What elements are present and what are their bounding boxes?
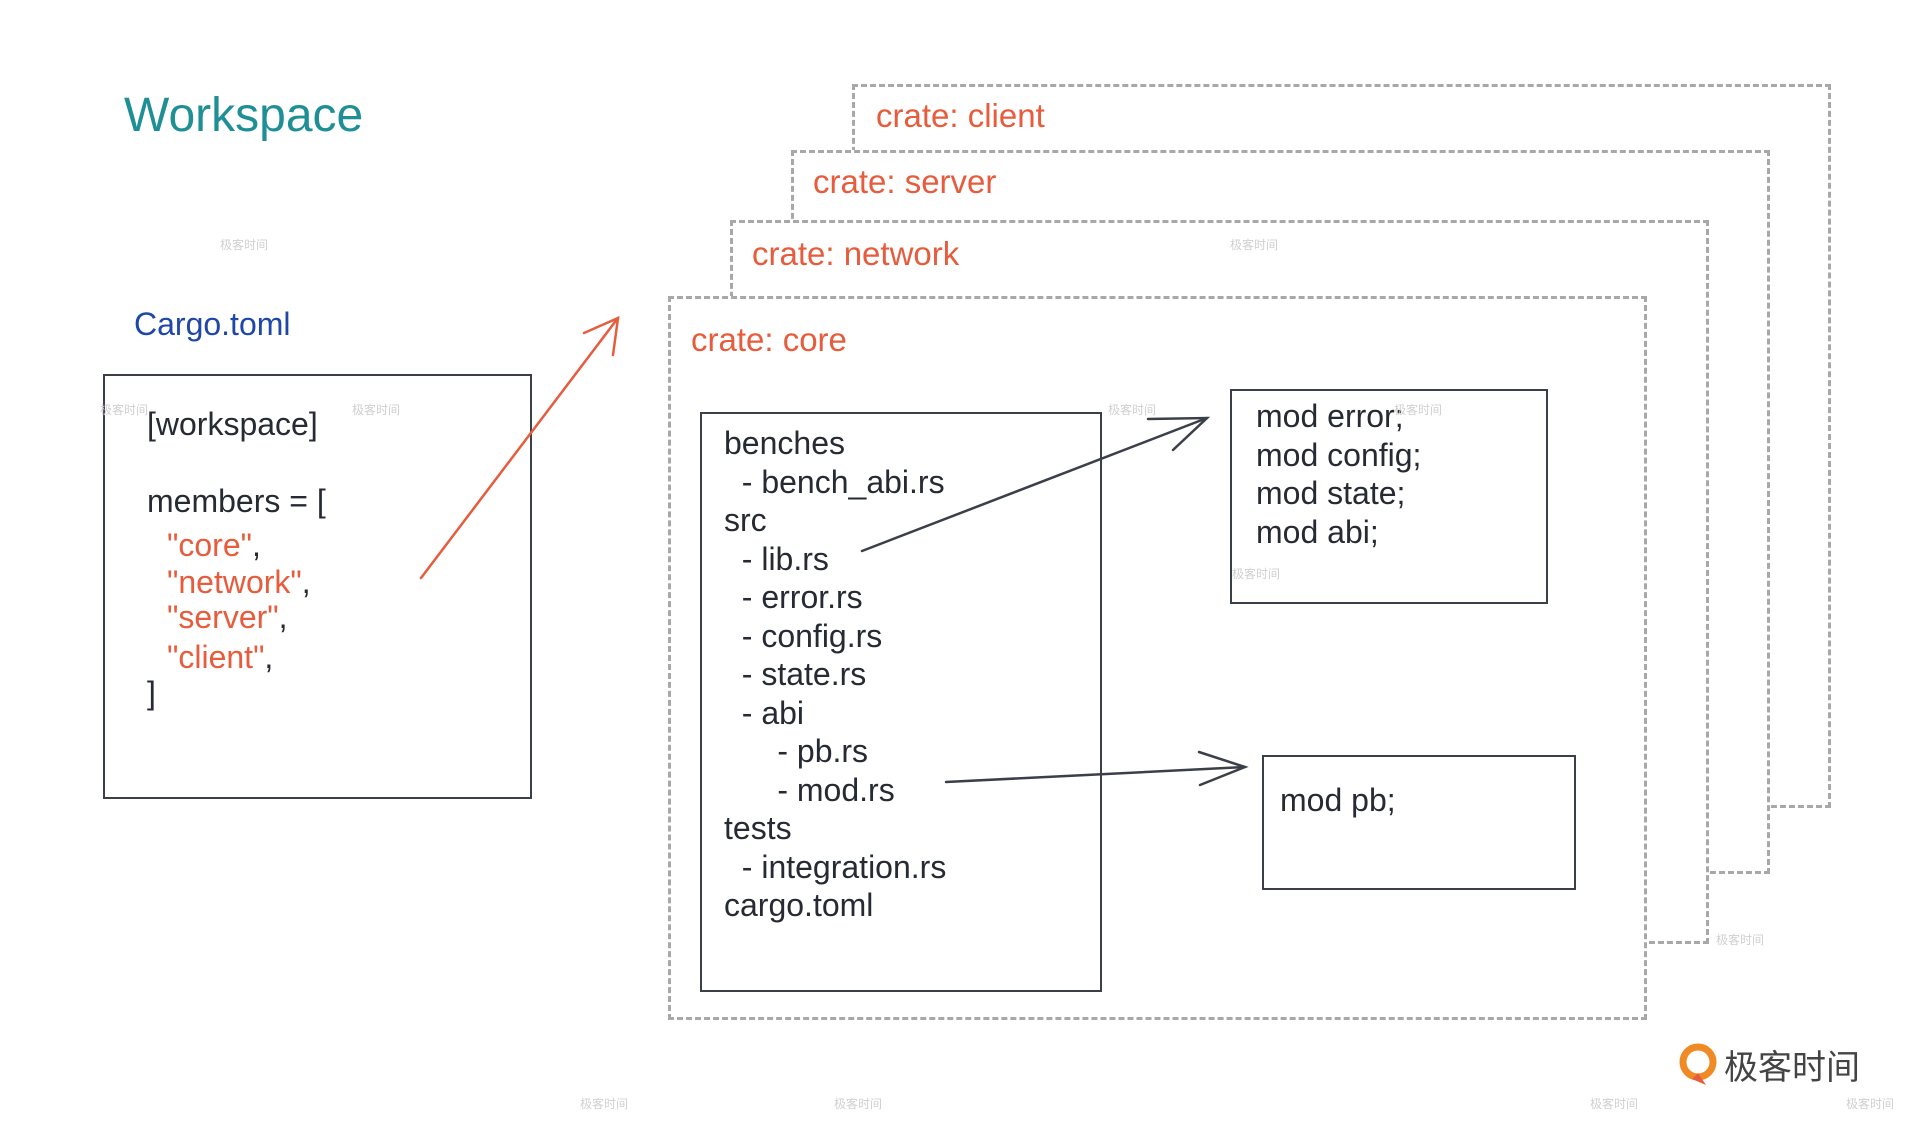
page-title: Workspace [124, 89, 364, 142]
watermark: 极客时间 [834, 1097, 883, 1111]
tree-line: - pb.rs [724, 733, 869, 769]
member-server-comma: , [278, 599, 288, 635]
tree-line: tests [724, 810, 792, 846]
lib-mods-box: mod error;mod config;mod state;mod abi; [1230, 389, 1548, 604]
tree-line: - config.rs [724, 617, 883, 654]
member-network-comma: , [301, 564, 311, 600]
watermark: 极客时间 [1846, 1097, 1895, 1111]
watermark: 极客时间 [220, 238, 269, 252]
watermark: 极客时间 [580, 1097, 629, 1111]
tree-line: - mod.rs [724, 771, 895, 808]
tree-line: - integration.rs [724, 848, 947, 885]
watermark: 极客时间 [100, 403, 149, 417]
brand-logo: 极客时间 [1678, 1040, 1860, 1089]
member-network: "network", [167, 563, 311, 602]
lib-mod-line: mod config; [1256, 436, 1422, 473]
logo-icon [1679, 1043, 1717, 1085]
tree-line: - bench_abi.rs [724, 463, 945, 500]
member-network-name: "network" [167, 564, 302, 600]
tree-line: - state.rs [724, 656, 867, 692]
watermark: 极客时间 [1716, 933, 1765, 947]
workspace-section: [workspace] [147, 406, 318, 442]
member-server-name: "server" [167, 599, 279, 635]
member-core-comma: , [251, 527, 261, 563]
workspace-cargo-box: [workspace] members = [ "core", "network… [103, 374, 532, 799]
tree-line: - error.rs [724, 579, 863, 615]
watermark: 极客时间 [1108, 403, 1157, 417]
watermark: 极客时间 [1590, 1097, 1639, 1111]
member-client-name: "client" [167, 639, 265, 675]
crate-network-label: crate: network [752, 235, 960, 272]
abi-mods-list: mod pb; [1280, 781, 1396, 820]
members-open: members = [ [147, 483, 326, 519]
lib-mod-line: mod state; [1256, 475, 1406, 511]
tree-line: - lib.rs [724, 540, 829, 577]
member-core-name: "core" [167, 527, 252, 563]
tree-line: - abi [724, 694, 805, 731]
workspace-to-crates-arrow [419, 315, 620, 580]
modrs-to-pb-arrow [944, 750, 1249, 787]
tree-line: benches [724, 425, 845, 461]
abi-mods-box: mod pb; [1262, 755, 1576, 890]
crate-client-label: crate: client [872, 97, 1049, 135]
lib-mod-line: mod abi; [1256, 513, 1379, 550]
member-server: "server", [167, 598, 288, 637]
watermark: 极客时间 [1230, 238, 1279, 252]
logo-text: 极客时间 [1724, 1049, 1860, 1087]
member-core: "core", [167, 526, 261, 565]
watermark: 极客时间 [352, 403, 401, 417]
lib-mod-line: mod error; [1256, 398, 1404, 434]
members-close: ] [147, 675, 156, 711]
watermark: 极客时间 [1394, 403, 1443, 417]
lib-to-mods-arrow [860, 416, 1211, 553]
abi-mod-line: mod pb; [1280, 782, 1396, 818]
crate-server-label: crate: server [813, 163, 997, 200]
crate-core-label: crate: core [691, 321, 847, 358]
tree-line: cargo.toml [724, 887, 874, 923]
member-client-comma: , [264, 639, 274, 675]
lib-mods-list: mod error;mod config;mod state;mod abi; [1256, 397, 1421, 551]
member-client: "client", [167, 638, 273, 677]
cargo-toml-label: Cargo.toml [134, 306, 291, 342]
watermark: 极客时间 [1232, 567, 1281, 581]
tree-line: src [724, 502, 767, 538]
